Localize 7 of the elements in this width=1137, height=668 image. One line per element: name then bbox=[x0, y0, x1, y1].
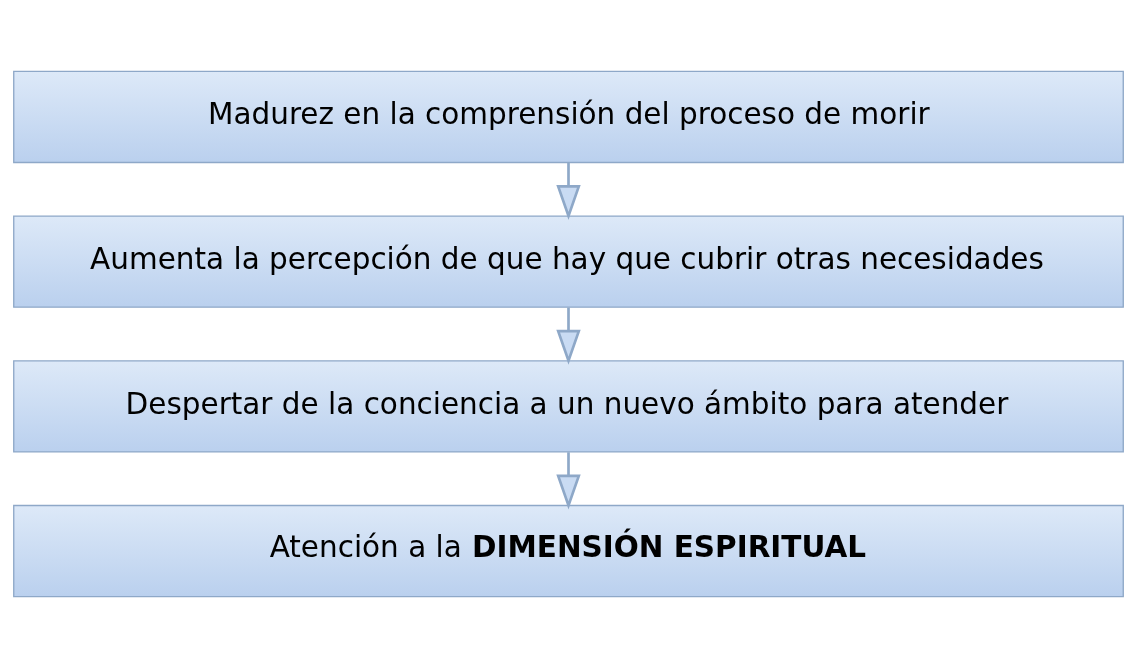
node-box: Aumenta la percepción de que hay que cubrir otras necesidades bbox=[13, 215, 1124, 308]
node-box: Atención a la DIMENSIÓN ESPIRITUAL bbox=[13, 504, 1124, 598]
node-box: Despertar de la conciencia a un nuevo ámbito para atender bbox=[13, 360, 1124, 453]
arrow bbox=[556, 307, 581, 365]
node-box: Madurez en la comprensión del proceso de morir bbox=[13, 70, 1124, 164]
arrow bbox=[556, 452, 581, 510]
arrow bbox=[556, 162, 581, 220]
